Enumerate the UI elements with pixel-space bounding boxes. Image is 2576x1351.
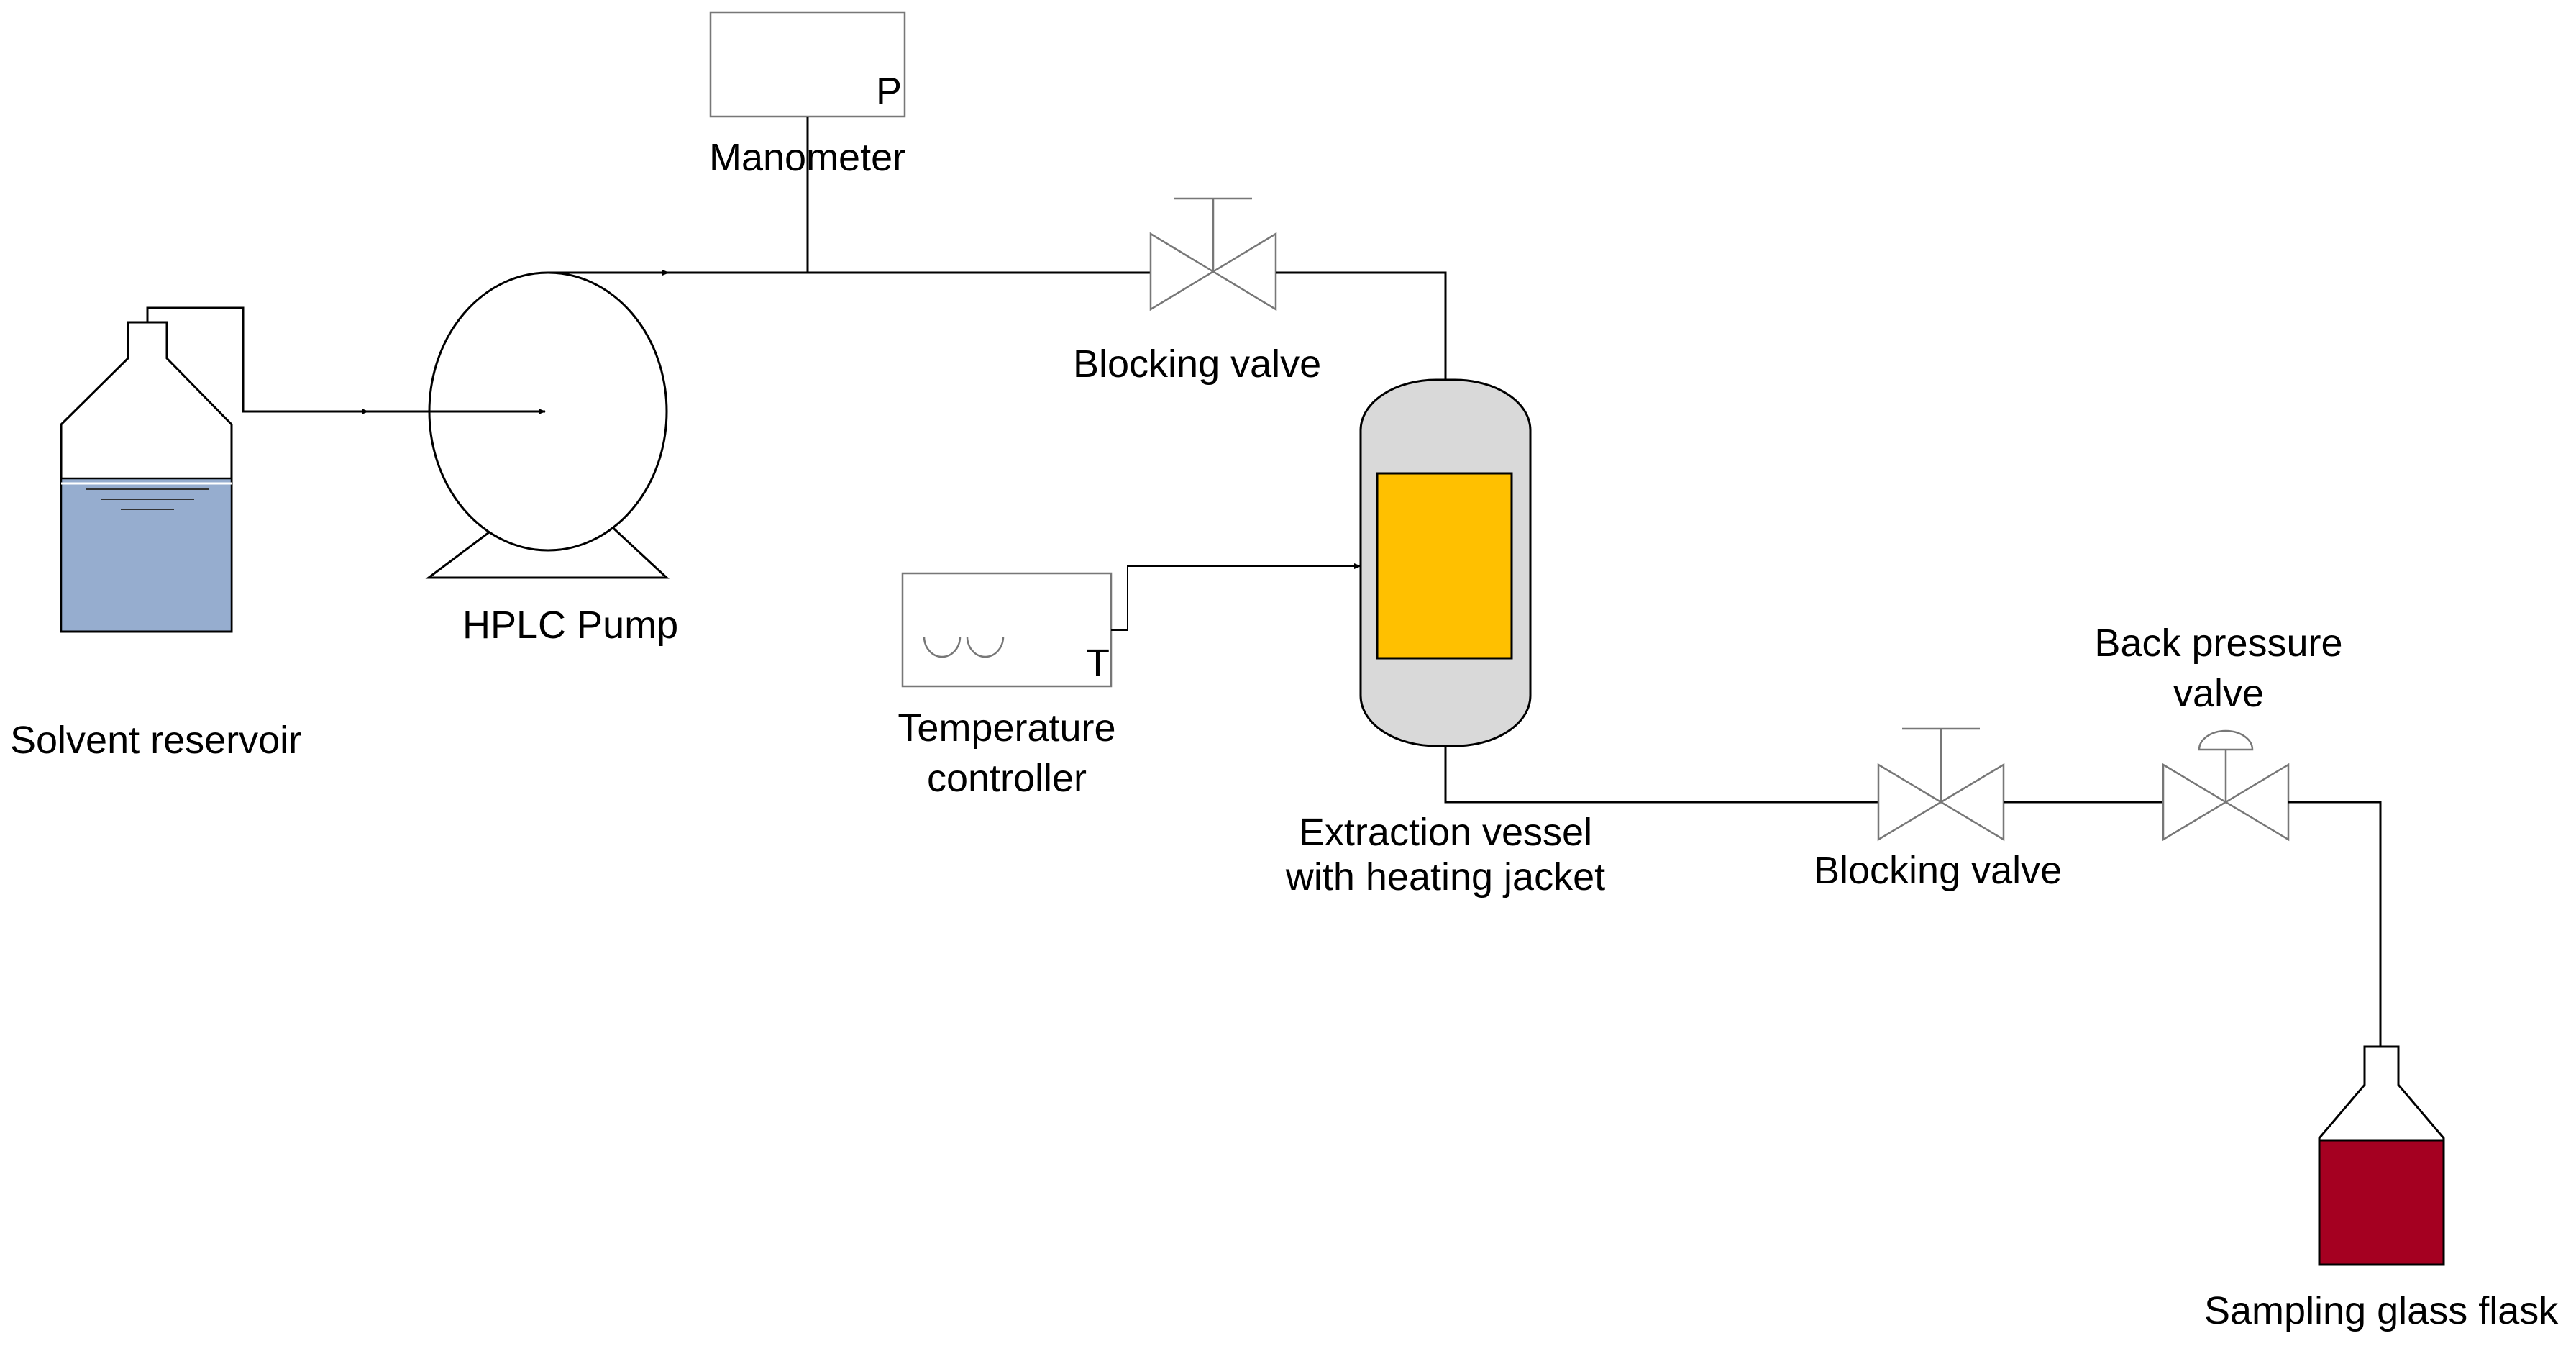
temperature-signal-line <box>1111 563 1361 631</box>
solvent-reservoir <box>60 321 233 633</box>
manometer-symbol: P <box>876 70 902 113</box>
blocking-valve-bottom <box>1877 727 2005 842</box>
temperature-controller-label-line1: Temperature <box>898 706 1115 750</box>
blocking-valve-bottom-label: Blocking valve <box>1814 849 2062 892</box>
hplc-pump <box>368 271 670 579</box>
temperature-symbol: T <box>1086 642 1110 685</box>
solvent-reservoir-label: Solvent reservoir <box>10 719 301 762</box>
sample-liquid <box>2318 1139 2445 1266</box>
solvent-liquid <box>60 477 233 633</box>
temperature-controller-label-line2: controller <box>927 757 1087 800</box>
vessel-core <box>1376 472 1513 660</box>
heater-coil-icon <box>923 636 1005 658</box>
pipe-to-flask <box>2288 801 2382 1047</box>
pipe-reservoir-to-pump <box>146 306 369 414</box>
pump-base <box>425 520 670 579</box>
temperature-controller-box <box>901 572 1113 688</box>
back-pressure-valve-label-line2: valve <box>2173 672 2264 715</box>
extraction-vessel-label-line1: Extraction vessel <box>1299 811 1592 854</box>
back-pressure-valve-label-line1: Back pressure <box>2094 622 2342 665</box>
manometer-label: Manometer <box>709 136 905 179</box>
valve-dome-actuator <box>2198 729 2254 751</box>
valve-body <box>1149 232 1277 311</box>
back-pressure-valve <box>2162 729 2290 842</box>
blocking-valve-top-label: Blocking valve <box>1073 342 1321 386</box>
extraction-vessel <box>1359 378 1532 747</box>
pipe-valve-to-vessel <box>1276 271 1447 380</box>
manometer-box <box>709 11 906 118</box>
temperature-controller: T <box>901 563 1361 688</box>
extraction-vessel-label-line2: with heating jacket <box>1285 855 1605 899</box>
blocking-valve-top <box>1149 197 1277 311</box>
hplc-pump-label: HPLC Pump <box>462 604 678 647</box>
sampling-glass-flask <box>2318 1045 2445 1266</box>
sampling-flask-label: Sampling glass flask <box>2204 1289 2559 1332</box>
pipe-vessel-outlet <box>1444 746 1878 804</box>
manometer: P <box>709 11 906 273</box>
